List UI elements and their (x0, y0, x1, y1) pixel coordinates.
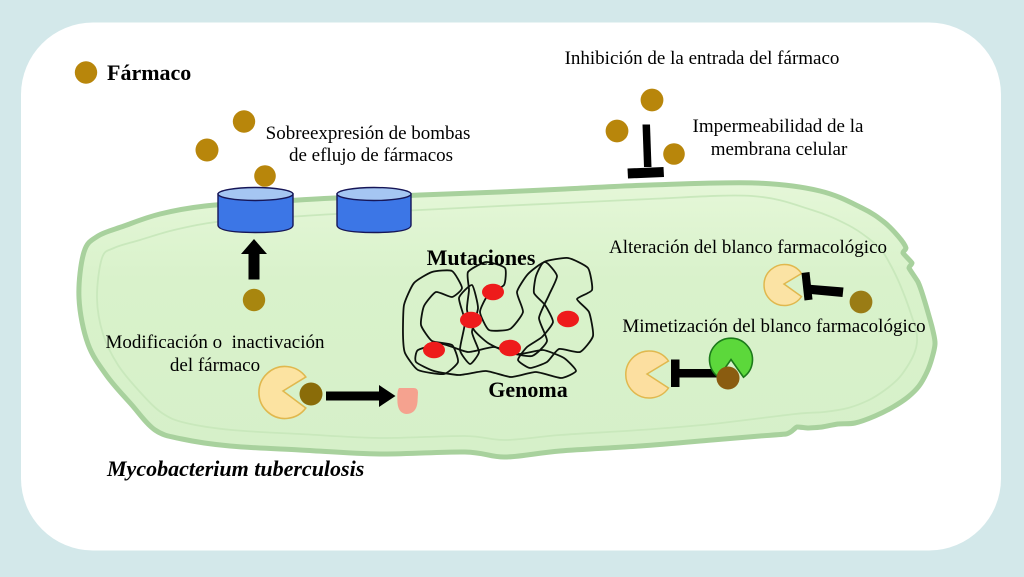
svg-text:del fármaco: del fármaco (170, 355, 260, 376)
svg-text:Mutaciones: Mutaciones (427, 245, 536, 270)
svg-text:de eflujo de fármacos: de eflujo de fármacos (289, 145, 453, 166)
svg-text:Inhibición de la entrada del f: Inhibición de la entrada del fármaco (565, 48, 840, 69)
svg-text:Sobreexpresión de bombas: Sobreexpresión de bombas (266, 123, 471, 144)
svg-text:Alteración del blanco farmacol: Alteración del blanco farmacológico (609, 237, 887, 258)
svg-text:Mimetización del blanco farmac: Mimetización del blanco farmacológico (622, 316, 925, 337)
svg-text:Impermeabilidad de la: Impermeabilidad de la (693, 116, 864, 137)
svg-text:Mycobacterium tuberculosis: Mycobacterium tuberculosis (106, 456, 364, 481)
svg-text:Genoma: Genoma (488, 377, 567, 402)
svg-text:membrana celular: membrana celular (711, 139, 848, 160)
svg-text:Modificación o inactivación: Modificación o inactivación (106, 332, 325, 353)
svg-text:Fármaco: Fármaco (107, 60, 191, 85)
